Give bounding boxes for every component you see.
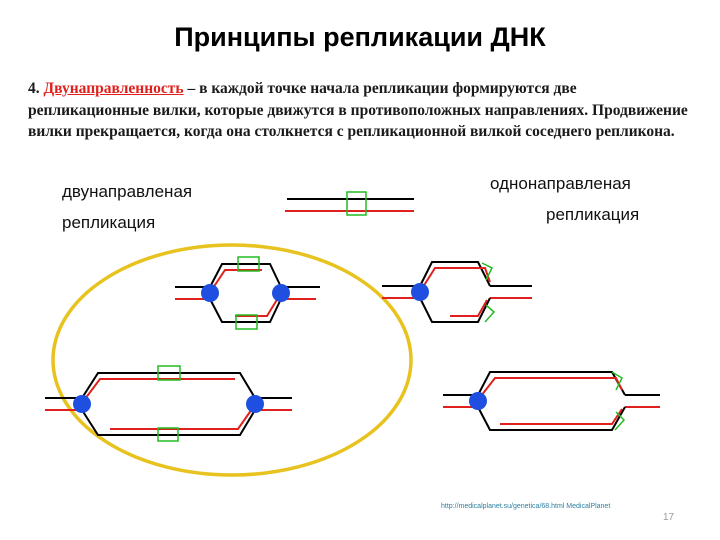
- source-link[interactable]: http://medicalplanet.su/genetica/68.html…: [441, 503, 611, 510]
- label-unidirectional-line2: репликация: [546, 205, 639, 224]
- label-unidirectional-line1: однонаправленая: [490, 174, 631, 193]
- label-bidirectional-line2: репликация: [62, 213, 155, 232]
- fork-dot: [246, 395, 264, 413]
- fork-dot: [469, 392, 487, 410]
- fork-dot: [201, 284, 219, 302]
- origin-duplex: [285, 191, 414, 216]
- principle-number: 4.: [28, 80, 40, 97]
- bubble-bidirectional-small: [175, 256, 320, 330]
- page-title: Принципы репликации ДНК: [174, 22, 546, 52]
- principle-description: – в каждой точке начала репликации форми…: [28, 80, 688, 140]
- principle-term: Двунаправленность: [43, 80, 184, 97]
- fork-dot: [73, 395, 91, 413]
- fork-dot: [411, 283, 429, 301]
- principle-text: 4. Двунаправленность – в каждой точке на…: [28, 78, 688, 143]
- bubble-unidirectional-small: [382, 261, 532, 323]
- page-number: 17: [663, 512, 675, 523]
- highlight-ellipse: [51, 243, 413, 477]
- origin-marker: [346, 191, 367, 216]
- label-bidirectional-line1: двунаправленая: [62, 182, 192, 201]
- bubble-unidirectional-large: [443, 371, 660, 431]
- fork-dot: [272, 284, 290, 302]
